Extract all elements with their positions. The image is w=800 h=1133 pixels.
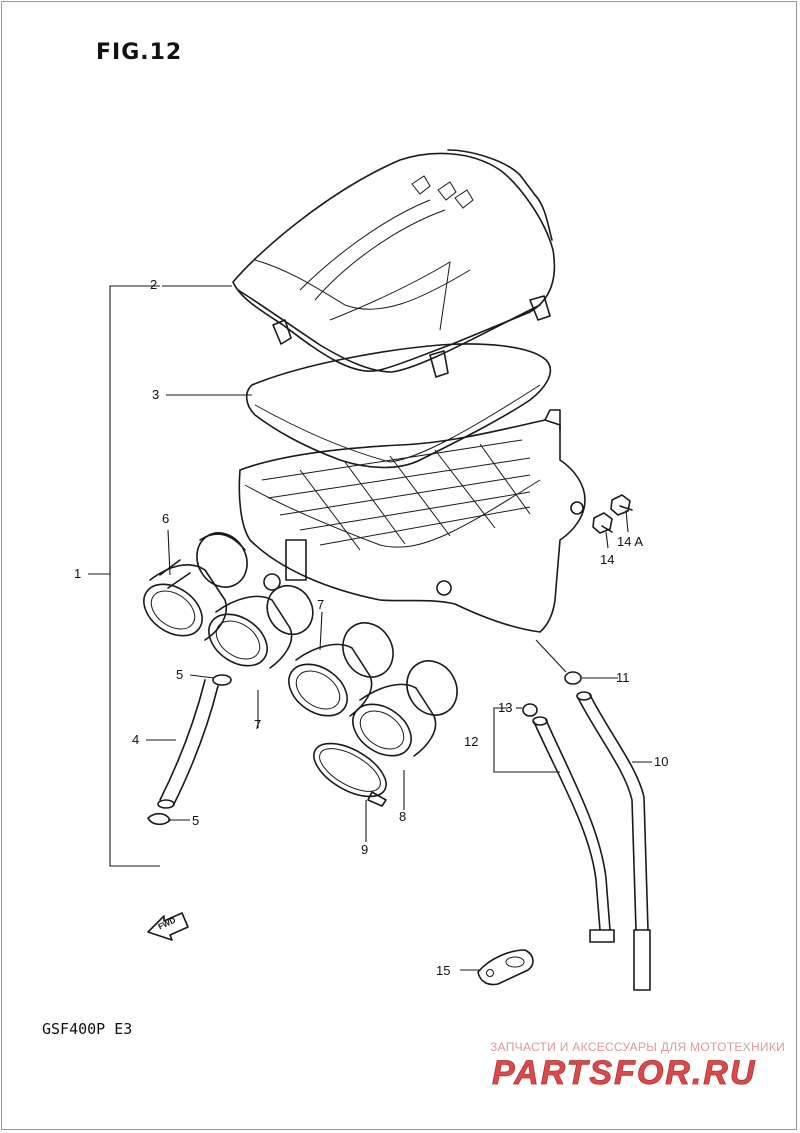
callout-14a: 14 A	[617, 534, 644, 549]
watermark-logo-text: PARTSFOR.RU	[492, 1054, 756, 1092]
clamp-13	[522, 703, 538, 717]
callout-7-upper: 7	[317, 597, 325, 612]
callout-8: 8	[399, 809, 407, 824]
hose-10	[576, 691, 651, 991]
callout-11: 11	[616, 670, 630, 685]
air-filter-element	[245, 343, 552, 469]
clip-5-upper	[212, 674, 232, 686]
callout-10: 10	[654, 754, 669, 769]
callout-6: 6	[162, 511, 170, 526]
callout-2: 2	[150, 277, 158, 292]
air-cleaner-cover	[232, 149, 556, 378]
fwd-arrow-icon	[147, 912, 189, 941]
bolt-14a	[610, 494, 633, 516]
callout-4: 4	[132, 732, 140, 747]
hose-clamp-9	[313, 742, 387, 807]
callout-14: 14	[600, 552, 615, 567]
intake-boot-7b	[288, 622, 394, 717]
intake-boot-8	[352, 660, 458, 757]
watermark-logo: PARTSFOR.RU	[492, 1054, 756, 1092]
callout-13: 13	[498, 700, 513, 715]
intake-boot-6	[143, 532, 248, 641]
bolt-14	[592, 512, 613, 534]
model-code: GSF400P E3	[42, 1020, 133, 1038]
air-cleaner-box	[238, 409, 586, 633]
leader-lines	[88, 285, 652, 971]
callout-5-lower: 5	[192, 813, 200, 828]
figure-title: FIG.12	[96, 40, 183, 65]
callout-15: 15	[436, 963, 451, 978]
drain-hose-4	[157, 679, 219, 809]
plate-15	[477, 949, 534, 986]
watermark-tagline: ЗАПЧАСТИ И АКСЕССУАРЫ ДЛЯ МОТОТЕХНИКИ	[490, 1040, 786, 1054]
callout-7-lower: 7	[254, 717, 262, 732]
callout-9: 9	[361, 842, 369, 857]
callout-12: 12	[464, 734, 479, 749]
intake-boot-7a	[208, 573, 314, 669]
callout-5-upper: 5	[176, 667, 184, 682]
callout-1: 1	[74, 566, 82, 581]
hose-12	[532, 716, 615, 943]
callout-3: 3	[152, 387, 160, 402]
clamp-11	[564, 671, 582, 685]
clip-5-lower	[147, 812, 171, 826]
